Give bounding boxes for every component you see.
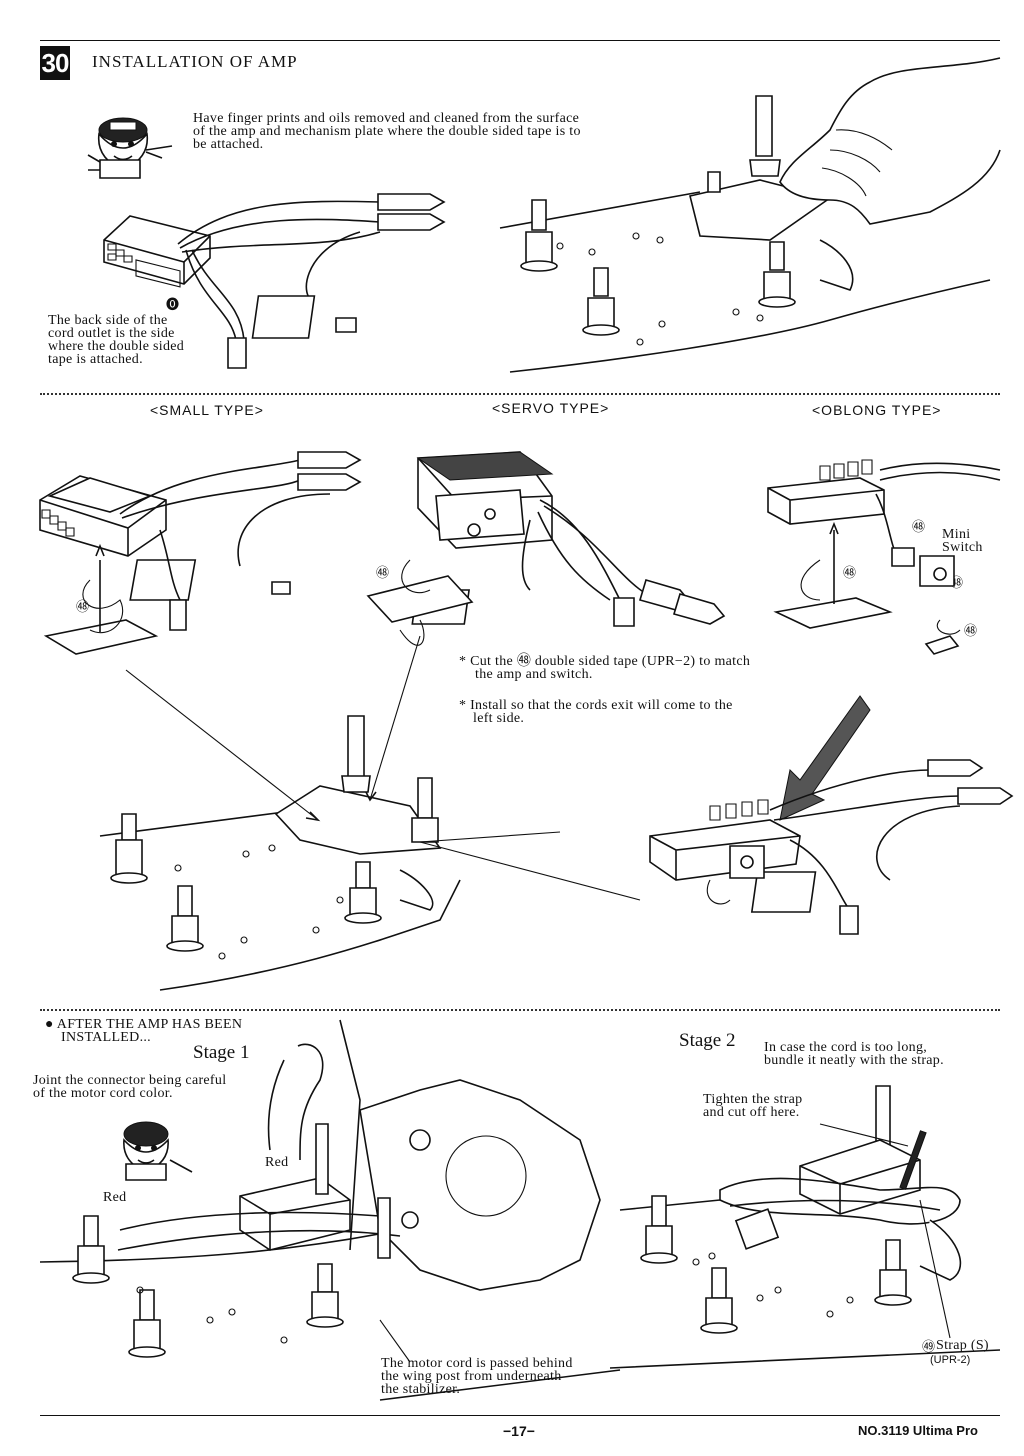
post-icon — [701, 1268, 737, 1333]
tape-part-marker: ㊽ — [964, 623, 978, 638]
post-icon — [641, 1196, 677, 1263]
strap-part-marker: ㊾ — [922, 1339, 936, 1354]
oblong-mounted-drawing — [650, 696, 1012, 934]
tip-line: of the amp and mechanism plate where the… — [193, 124, 581, 139]
tighten-note: Tighten the strap and cut off here. — [703, 1092, 803, 1120]
post-icon — [129, 1290, 165, 1357]
stage2-note: In case the cord is too long, bundle it … — [764, 1040, 944, 1068]
instruction-line: * Install so that the cords exit will co… — [459, 698, 733, 713]
post-icon — [73, 1216, 109, 1283]
label-line: Switch — [942, 540, 983, 555]
mini-switch-label: Mini Switch — [942, 527, 983, 555]
servo-type-drawing — [368, 452, 724, 645]
stage1-drawing — [40, 1020, 620, 1400]
back-marker: ⓿ — [166, 297, 180, 312]
note-line: The back side of the — [48, 313, 168, 328]
model-label: NO.3119 Ultima Pro — [858, 1423, 978, 1438]
note-line: the wing post from underneath — [381, 1369, 562, 1384]
mascot-icon — [124, 1122, 192, 1180]
post-icon — [111, 814, 147, 883]
note-line: In case the cord is too long, — [764, 1040, 928, 1055]
stage2-title: Stage 2 — [679, 1030, 736, 1051]
note-line: of the motor cord color. — [33, 1086, 173, 1101]
instruction-line: the amp and switch. — [475, 667, 593, 682]
main-chassis-drawing — [100, 636, 640, 990]
note-line: The motor cord is passed behind — [381, 1356, 573, 1371]
divider-2 — [40, 1009, 1000, 1011]
tip-line: be attached. — [193, 137, 264, 152]
note-line: bundle it neatly with the strap. — [764, 1053, 944, 1068]
page-number: −17− — [503, 1423, 535, 1439]
post-icon — [307, 1264, 343, 1327]
post-icon — [345, 862, 381, 923]
servo-type-label: <SERVO TYPE> — [492, 400, 610, 416]
motor-cord-note: The motor cord is passed behind the wing… — [381, 1356, 573, 1397]
note-line: where the double sided — [48, 339, 185, 354]
stage1-title: Stage 1 — [193, 1042, 250, 1063]
intro-chassis-drawing — [500, 58, 1000, 372]
tape-part-marker: ㊽ — [376, 565, 390, 580]
tape-part-marker: ㊽ — [912, 519, 926, 534]
post-icon — [583, 268, 619, 335]
note-line: Joint the connector being careful — [33, 1073, 227, 1088]
strap-code: (UPR-2) — [930, 1354, 971, 1366]
after-heading: ● AFTER THE AMP HAS BEEN INSTALLED... — [45, 1017, 243, 1045]
intro-amp-drawing — [104, 194, 444, 368]
label-line: Mini — [942, 527, 971, 542]
post-icon — [521, 200, 557, 271]
stage2-drawing — [610, 1086, 1000, 1368]
cleaning-tip: Have finger prints and oils removed and … — [193, 111, 581, 152]
page-title: INSTALLATION OF AMP — [92, 52, 298, 71]
mascot-icon — [88, 118, 172, 178]
instruction-line: * Cut the ㊽ double sided tape (UPR−2) to… — [459, 654, 751, 669]
strap-label: Strap (S) — [936, 1338, 989, 1353]
step-number-badge: 30 — [40, 46, 70, 80]
small-type-drawing — [40, 452, 360, 654]
note-line: tape is attached. — [48, 352, 143, 367]
red-wire-label: Red — [265, 1155, 289, 1170]
top-rule — [40, 40, 1000, 41]
cut-instruction: * Cut the ㊽ double sided tape (UPR−2) to… — [459, 654, 751, 682]
oblong-type-label: <OBLONG TYPE> — [812, 402, 942, 418]
post-icon — [759, 242, 795, 307]
back-side-note: The back side of the cord outlet is the … — [48, 313, 185, 367]
post-icon — [167, 886, 203, 951]
install-instruction: * Install so that the cords exit will co… — [459, 698, 733, 726]
post-icon — [875, 1240, 911, 1305]
note-line: cord outlet is the side — [48, 326, 175, 341]
red-wire-label: Red — [103, 1190, 127, 1205]
heading-line: INSTALLED... — [61, 1030, 151, 1045]
tip-line: Have finger prints and oils removed and … — [193, 111, 580, 126]
small-type-label: <SMALL TYPE> — [150, 402, 264, 418]
instruction-line: left side. — [473, 711, 525, 726]
note-line: Tighten the strap — [703, 1092, 803, 1107]
divider-1 — [40, 393, 1000, 395]
stage1-note: Joint the connector being careful of the… — [33, 1073, 227, 1101]
tape-part-marker: ㊽ — [843, 565, 857, 580]
oblong-type-drawing — [768, 460, 1000, 654]
bottom-rule — [40, 1415, 1000, 1416]
heading-line: ● AFTER THE AMP HAS BEEN — [45, 1017, 243, 1032]
note-line: and cut off here. — [703, 1105, 800, 1120]
